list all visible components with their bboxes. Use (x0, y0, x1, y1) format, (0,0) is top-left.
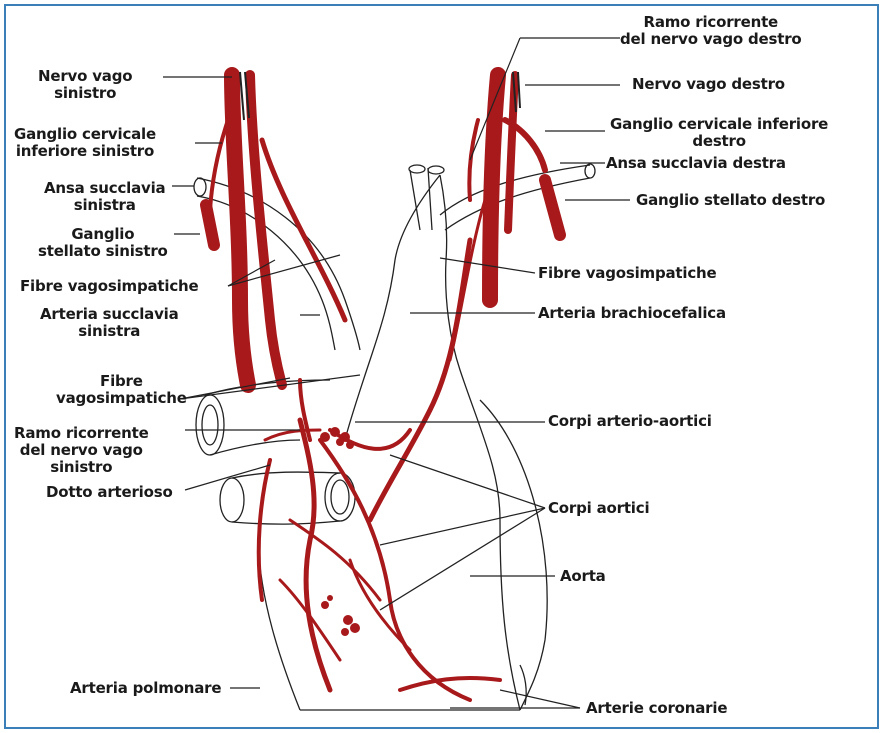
label-ganglio-stellato-destro: Ganglio stellato destro (636, 192, 825, 209)
vessel-outlines (194, 164, 595, 710)
nerve-network (206, 75, 560, 700)
label-fibre-vagosimpatiche-1: Fibre vagosimpatiche (20, 278, 198, 295)
label-ansa-succlavia-destra: Ansa succlavia destra (606, 155, 786, 172)
body-clusters (320, 427, 360, 636)
label-arterie-coronarie: Arterie coronarie (586, 700, 727, 717)
label-fibre-vagosimpatiche-3: Fibre vagosimpatiche (538, 265, 716, 282)
label-nervo-vago-destro: Nervo vago destro (632, 76, 785, 93)
label-arteria-polmonare: Arteria polmonare (70, 680, 221, 697)
label-dotto-arterioso: Dotto arterioso (46, 484, 173, 501)
label-corpi-arterio-aortici: Corpi arterio-aortici (548, 413, 712, 430)
label-aorta: Aorta (560, 568, 606, 585)
vagus-dark-stripes (240, 72, 520, 120)
label-arteria-brachiocefalica: Arteria brachiocefalica (538, 305, 726, 322)
label-corpi-aortici: Corpi aortici (548, 500, 649, 517)
